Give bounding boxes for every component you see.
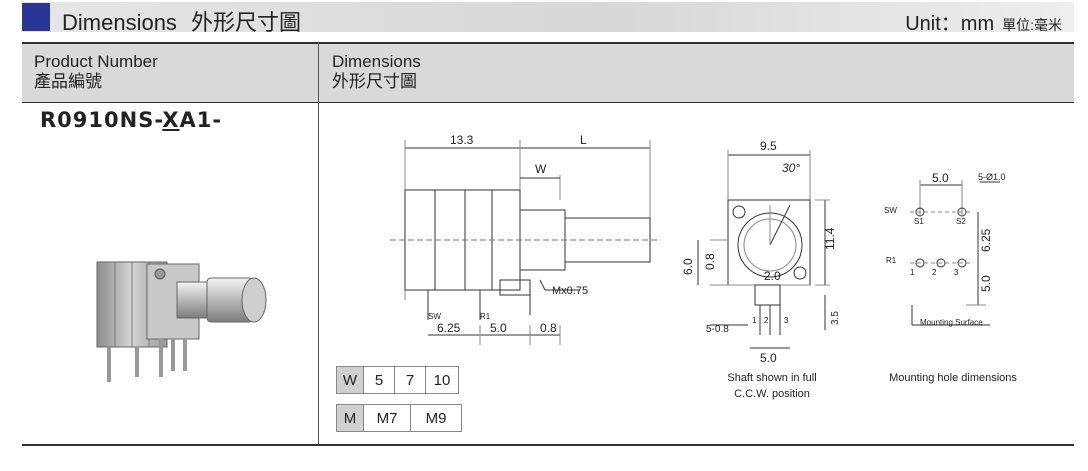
option-w-value-7: 7 <box>395 367 426 393</box>
front-dim-angle: 30° <box>782 161 800 175</box>
front-dim-6-0: 6.0 <box>681 258 695 275</box>
caption-line-1: Shaft shown in full <box>727 372 817 384</box>
product-suffix: A1- <box>179 108 223 132</box>
unit-zh: 單位:毫米 <box>1002 17 1062 33</box>
front-view-caption: Shaft shown in full C.C.W. position <box>712 370 832 402</box>
header-accent-block <box>22 3 50 31</box>
pin-sw: SW <box>428 312 441 321</box>
option-w-table: W 5 7 10 <box>336 366 459 394</box>
front-pin-1: 1 <box>752 316 757 325</box>
product-prefix: R0910NS- <box>40 108 163 132</box>
option-w-key: W <box>337 367 364 393</box>
dim-L: L <box>580 133 587 147</box>
mounting-holes-drawing: 5.0 5-Ø1.0 SW S1 S2 R1 1 2 3 6.25 5.0 Mo… <box>884 171 1006 327</box>
header-dimensions-zh: 外形尺寸圖 <box>332 72 417 91</box>
dimension-drawings: 13.3 L W Mx0.75 SW R1 6.25 5.0 0.8 <box>390 133 1006 365</box>
product-variant: X <box>162 108 180 132</box>
front-dim-11-4: 11.4 <box>823 227 837 250</box>
dim-13-3: 13.3 <box>450 133 474 147</box>
dim-0-8: 0.8 <box>540 321 557 335</box>
option-m-value-m7: M7 <box>364 405 411 431</box>
unit-en: Unit：mm <box>905 13 995 35</box>
holes-caption: Mounting hole dimensions <box>889 372 1017 384</box>
front-dim-9-5: 9.5 <box>760 139 777 153</box>
table-bottom-border <box>22 444 1074 446</box>
title-zh: 外形尺寸圖 <box>190 10 301 35</box>
dim-5-0: 5.0 <box>490 321 507 335</box>
header-dimensions-en: Dimensions <box>332 52 421 71</box>
option-m-value-m9: M9 <box>425 409 447 427</box>
holes-dim-5-0-vert: 5.0 <box>979 275 993 292</box>
header-product-number-en: Product Number <box>34 52 158 71</box>
table-header-row: Product Number 產品編號 Dimensions 外形尺寸圖 <box>22 42 1074 103</box>
option-w-value-5: 5 <box>364 367 395 393</box>
holes-n3: 3 <box>954 268 959 277</box>
front-dim-5-0: 5.0 <box>760 351 777 365</box>
product-number: R0910NS-XA1- <box>40 108 222 132</box>
holes-s2: S2 <box>956 217 966 226</box>
front-dim-5-0-8: 5-0.8 <box>706 324 729 335</box>
holes-s1: S1 <box>914 217 924 226</box>
holes-sw: SW <box>884 206 897 215</box>
front-dim-3-5: 3.5 <box>830 311 841 325</box>
column-divider <box>318 42 319 446</box>
option-w-value-10: 10 <box>433 371 451 389</box>
unit-label: Unit：mm 單位:毫米 <box>905 7 1062 36</box>
page-title: Dimensions 外形尺寸圖 <box>62 5 301 37</box>
header-dimensions: Dimensions 外形尺寸圖 <box>332 52 421 92</box>
title-en: Dimensions <box>62 10 177 35</box>
option-m-table: M M7 M9 <box>336 404 462 432</box>
dim-W: W <box>535 162 547 176</box>
dim-thread: Mx0.75 <box>552 285 588 297</box>
side-view-drawing: 13.3 L W Mx0.75 SW R1 6.25 5.0 0.8 <box>390 133 660 345</box>
holes-dim-5-0: 5.0 <box>932 171 949 185</box>
holes-r1: R1 <box>886 256 897 265</box>
front-pin-2: 2 <box>764 316 769 325</box>
option-m-key: M <box>337 405 364 431</box>
dim-6-25: 6.25 <box>437 321 461 335</box>
holes-dim-6-25: 6.25 <box>979 228 993 252</box>
pin-r1: R1 <box>480 312 491 321</box>
section-header: Dimensions 外形尺寸圖 Unit：mm 單位:毫米 <box>22 2 1074 35</box>
mounting-surface-label: Mounting Surface <box>920 318 983 327</box>
header-product-number-zh: 產品編號 <box>34 72 102 91</box>
holes-n2: 2 <box>932 268 937 277</box>
hole-pattern <box>915 207 967 268</box>
front-pin-3: 3 <box>784 316 789 325</box>
header-background <box>22 2 1074 32</box>
front-dim-2-0: 2.0 <box>764 269 781 283</box>
spec-table: Product Number 產品編號 Dimensions 外形尺寸圖 R09… <box>22 42 1074 446</box>
header-product-number: Product Number 產品編號 <box>34 52 158 92</box>
holes-n1: 1 <box>910 268 915 277</box>
hole-spec: 5-Ø1.0 <box>978 172 1006 182</box>
product-photo <box>96 261 267 382</box>
caption-line-2: C.C.W. position <box>734 388 810 400</box>
front-view-drawing: 9.5 30° 11.4 6.0 0.8 2.0 1 2 3 5-0.8 5.0… <box>681 139 841 365</box>
front-dim-0-8: 0.8 <box>703 253 717 270</box>
